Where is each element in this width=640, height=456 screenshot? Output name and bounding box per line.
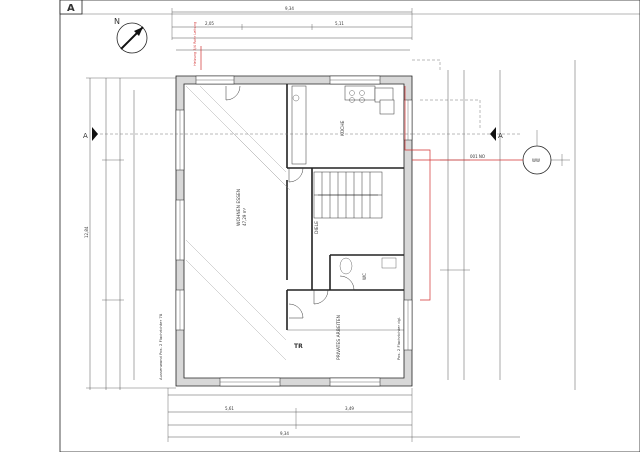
left-dimensions: 12,84 <box>84 77 176 390</box>
east-window-note: Pos. 2 Flachrichter dgl. <box>396 317 401 360</box>
kitchen-fixtures <box>291 85 395 165</box>
wc-fixtures <box>339 257 397 275</box>
hatch-lines <box>185 85 291 361</box>
room-name-wc: WC <box>362 273 367 280</box>
construction-lines <box>95 59 520 135</box>
title-cell <box>59 0 83 15</box>
room-name-kitchen: KÜCHE <box>339 120 346 136</box>
dim-bottom-b: 3,49 <box>345 406 354 411</box>
doors <box>225 85 355 319</box>
top-dimensions: 9,34 2,05 5,11 <box>171 6 413 51</box>
right-dimensions <box>440 60 576 390</box>
dim-bottom-a: 5,61 <box>225 406 234 411</box>
southwest-wall-note: Aussenwand Pos. 2 Flachrichter 7ß <box>158 313 163 380</box>
room-name-tr: TR <box>294 343 303 350</box>
room-name-office: PRIVATES ARBEITEN <box>336 315 342 360</box>
dim-top-a: 2,05 <box>205 21 214 26</box>
dim-overall-top: 9,34 <box>285 6 294 11</box>
section-letter-right: A <box>498 132 503 140</box>
dim-overall-bottom: 9,34 <box>280 431 289 436</box>
room-name-hall: DIELE <box>314 221 320 234</box>
dim-top-b: 5,11 <box>335 21 344 26</box>
heat-pump-label: WW <box>532 158 540 163</box>
section-letter-left: A <box>83 132 88 140</box>
corner-letter: A <box>67 3 75 14</box>
heating-pipe: Heizung 3/4 Rohr Leitung <box>193 22 523 301</box>
section-marker-right: A <box>490 127 503 141</box>
room-name-living: WOHNEN ESSEN <box>236 189 242 226</box>
staircase <box>313 171 383 219</box>
north-label: N <box>114 17 120 26</box>
no-label: 001 NO <box>470 154 485 159</box>
north-arrow-icon: N <box>114 17 148 54</box>
section-marker-left: A <box>83 127 98 141</box>
bottom-dimensions: 5,61 3,49 9,34 <box>167 388 520 442</box>
heat-pump-unit: WW <box>522 130 570 175</box>
windows <box>175 75 413 387</box>
heating-note: Heizung 3/4 Rohr Leitung <box>193 22 197 66</box>
dim-left-overall: 12,84 <box>84 226 89 238</box>
room-area-living: 47,29 m² <box>242 207 247 226</box>
